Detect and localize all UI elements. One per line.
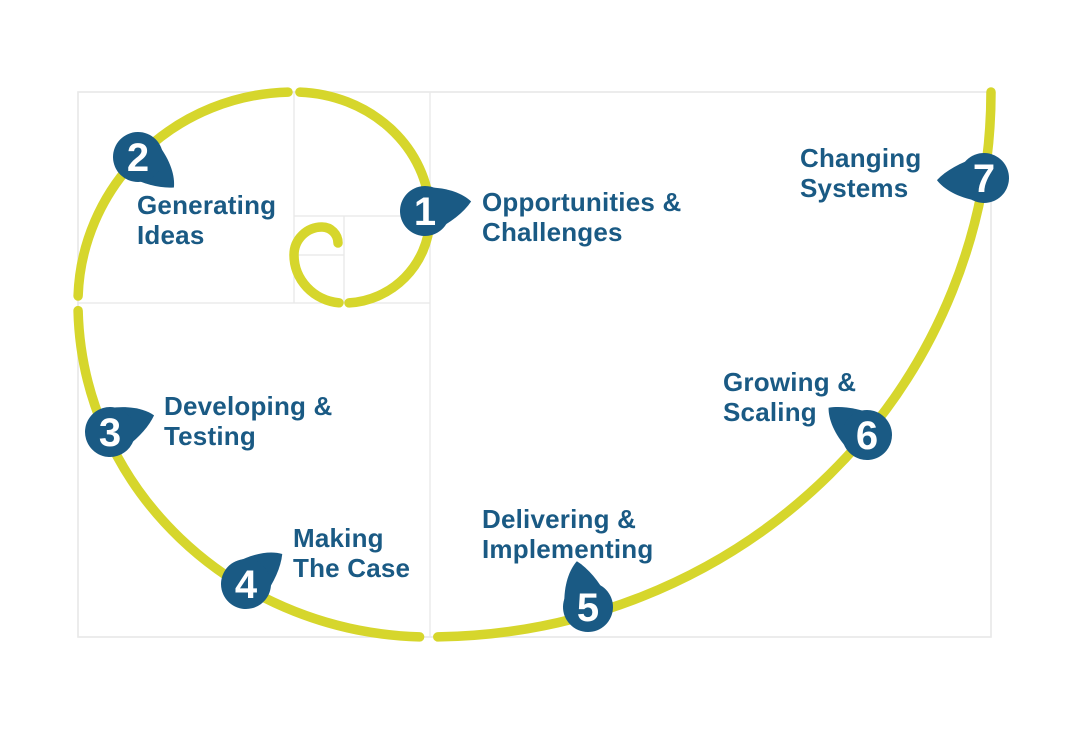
stage-label-developing-testing: Developing & Testing <box>164 391 333 451</box>
marker-number: 7 <box>973 157 995 201</box>
stage-marker-2: 2 <box>113 132 175 188</box>
marker-number: 2 <box>127 136 149 180</box>
stage-marker-1: 1 <box>400 186 472 236</box>
spiral-arc-center-curl <box>289 222 344 308</box>
marker-circle <box>113 132 163 182</box>
marker-number: 6 <box>856 414 878 458</box>
stage-label-generating-ideas: Generating Ideas <box>137 190 277 250</box>
marker-circle <box>85 407 135 457</box>
stage-marker-4: 4 <box>221 552 283 609</box>
marker-circle <box>563 582 613 632</box>
marker-circle <box>221 559 271 609</box>
stage-label-growing-scaling: Growing & Scaling <box>723 367 857 427</box>
stage-marker-6: 6 <box>828 407 892 460</box>
stage-marker-5: 5 <box>563 561 613 632</box>
stage-marker-3: 3 <box>85 407 155 457</box>
stage-marker-7: 7 <box>936 153 1009 203</box>
marker-circle <box>959 153 1009 203</box>
stage-label-changing-systems: Changing Systems <box>800 143 922 203</box>
marker-number: 1 <box>414 190 436 234</box>
marker-circle <box>400 186 450 236</box>
marker-number: 3 <box>99 411 121 455</box>
marker-number: 5 <box>577 586 599 630</box>
spiral-arc-5 <box>344 216 435 308</box>
marker-number: 4 <box>235 563 258 607</box>
marker-circle <box>842 410 892 460</box>
stage-label-opportunities-challenges: Opportunities & Challenges <box>482 187 682 247</box>
spiral-arc-2 <box>73 305 425 642</box>
stage-label-delivering-implementing: Delivering & Implementing <box>482 504 654 564</box>
stage-label-making-the-case: Making The Case <box>293 523 411 583</box>
grid-outer-rect <box>77 91 992 638</box>
